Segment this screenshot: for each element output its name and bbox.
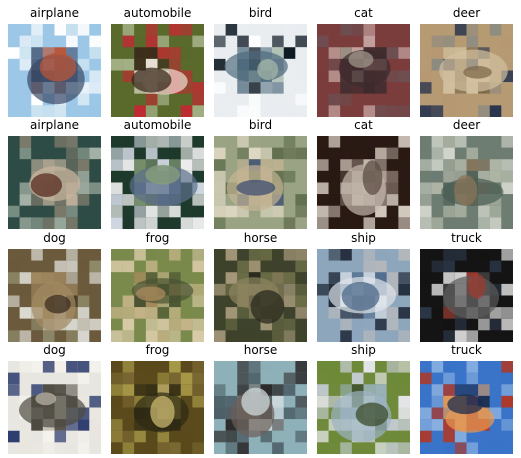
generated-image <box>317 24 410 117</box>
generated-image <box>214 136 307 229</box>
blurry-sample-image <box>214 361 307 454</box>
blurry-sample-image <box>111 249 204 342</box>
blurry-sample-image <box>8 361 101 454</box>
class-label: airplane <box>30 6 79 20</box>
blurry-sample-image <box>111 361 204 454</box>
blurry-sample-image <box>111 136 204 229</box>
blurry-sample-image <box>420 24 513 117</box>
class-label: airplane <box>30 118 79 132</box>
blurry-sample-image <box>111 24 204 117</box>
blurry-sample-image <box>420 361 513 454</box>
generated-image <box>214 361 307 454</box>
generated-image <box>111 249 204 342</box>
generated-image <box>8 361 101 454</box>
class-label: cat <box>354 6 373 20</box>
generated-image <box>317 136 410 229</box>
class-label: deer <box>452 118 481 132</box>
class-label: frog <box>145 231 170 245</box>
blurry-sample-image <box>420 249 513 342</box>
generated-image <box>111 24 204 117</box>
generated-image <box>420 24 513 117</box>
blurry-sample-image <box>317 249 410 342</box>
class-label: dog <box>43 231 66 245</box>
generated-image <box>214 249 307 342</box>
blurry-sample-image <box>317 24 410 117</box>
class-label: truck <box>451 343 482 357</box>
class-label: bird <box>248 6 273 20</box>
generated-image <box>111 361 204 454</box>
blurry-sample-image <box>317 136 410 229</box>
generated-image <box>111 136 204 229</box>
blurry-sample-image <box>8 136 101 229</box>
generated-image <box>8 249 101 342</box>
class-label: automobile <box>123 6 192 20</box>
class-label: horse <box>243 231 278 245</box>
class-label: cat <box>354 118 373 132</box>
blurry-sample-image <box>214 24 307 117</box>
generated-image <box>317 249 410 342</box>
class-label: automobile <box>123 118 192 132</box>
class-label: truck <box>451 231 482 245</box>
blurry-sample-image <box>8 249 101 342</box>
class-label: bird <box>248 118 273 132</box>
generated-image <box>214 24 307 117</box>
generated-image <box>420 249 513 342</box>
generated-image <box>420 361 513 454</box>
blurry-sample-image <box>8 24 101 117</box>
generated-image <box>8 24 101 117</box>
class-label: deer <box>452 6 481 20</box>
blurry-sample-image <box>214 249 307 342</box>
class-label: ship <box>351 343 376 357</box>
generated-image <box>420 136 513 229</box>
class-label: ship <box>351 231 376 245</box>
blurry-sample-image <box>317 361 410 454</box>
generated-image <box>8 136 101 229</box>
class-label: dog <box>43 343 66 357</box>
generated-image <box>317 361 410 454</box>
class-label: frog <box>145 343 170 357</box>
blurry-sample-image <box>420 136 513 229</box>
class-label: horse <box>243 343 278 357</box>
blurry-sample-image <box>214 136 307 229</box>
